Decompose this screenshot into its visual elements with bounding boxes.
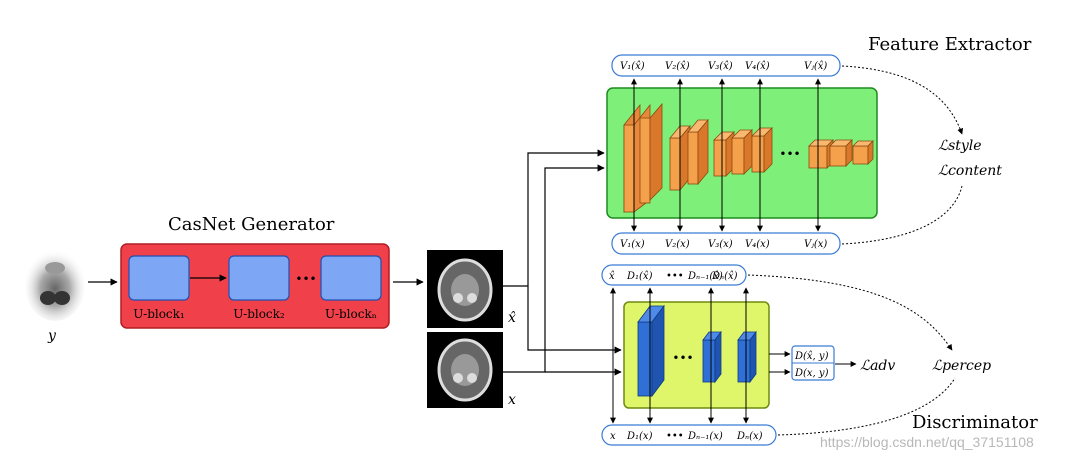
extractor-title: Feature Extractor xyxy=(868,34,1032,55)
disc-output-real: D(x, y) xyxy=(794,368,829,379)
extractor-top-label-4: V₄(x̂) xyxy=(745,61,770,72)
extractor-top-label-j: Vⱼ(x̂) xyxy=(804,61,827,72)
disc-bottom-label-d1: D₁(x) xyxy=(626,431,653,442)
disc-bottom-ellipsis: ••• xyxy=(666,431,684,442)
disc-top-label-x: x̂ xyxy=(609,271,615,282)
extractor-ellipsis: ••• xyxy=(779,147,800,161)
disc-bottom-label-dn1: Dₙ₋₁(x) xyxy=(687,431,723,442)
disc-top-label-dn: Dₙ(x̂) xyxy=(711,271,738,282)
discriminator-title: Discriminator xyxy=(912,412,1038,433)
generator-ellipsis: ••• xyxy=(295,272,316,286)
real-image-label: x xyxy=(508,392,516,408)
input-pet-image xyxy=(25,249,85,321)
disc-bottom-label-dn: Dₙ(x) xyxy=(736,431,763,442)
disc-top-label-d1: D₁(x̂) xyxy=(626,271,653,282)
content-loss: ℒcontent xyxy=(938,163,1002,179)
discriminator-top-labels-box xyxy=(601,264,747,286)
extractor-bottom-labels-box xyxy=(611,232,841,255)
extractor-top-label-2: V₂(x̂) xyxy=(665,61,690,72)
generator-title: CasNet Generator xyxy=(168,214,335,235)
ublock-n-label: U-blockₙ xyxy=(325,307,377,321)
extractor-bottom-label-3: V₃(x) xyxy=(708,239,733,250)
extractor-taps xyxy=(631,78,821,232)
style-loss: ℒstyle xyxy=(938,138,982,154)
percep-loss: ℒpercep xyxy=(932,358,991,374)
disc-top-label-dn1: Dₙ₋₁(x̂) xyxy=(687,271,723,282)
ublock-n xyxy=(320,255,382,301)
input-label: y xyxy=(47,328,57,344)
generated-ct-image xyxy=(427,250,503,328)
connection-lines xyxy=(503,149,622,376)
real-ct-image xyxy=(427,332,503,408)
disc-top-ellipsis: ••• xyxy=(666,271,684,282)
discriminator-layers xyxy=(637,304,757,398)
extractor-top-label-1: V₁(x̂) xyxy=(620,61,645,72)
extractor-bottom-label-1: V₁(x) xyxy=(620,239,645,250)
extractor-top-labels-box xyxy=(611,54,841,77)
adv-loss: ℒadv xyxy=(860,358,895,374)
percep-loss-arrow xyxy=(747,274,953,351)
generated-image-label: x̂ xyxy=(508,310,516,326)
percep-loss-link xyxy=(777,377,956,436)
extractor-bottom-label-j: Vⱼ(x) xyxy=(804,239,827,250)
extractor-bottom-label-2: V₂(x) xyxy=(665,239,690,250)
ublock-2 xyxy=(228,255,290,301)
style-loss-arrow xyxy=(841,65,964,135)
ublock-1 xyxy=(128,255,190,301)
disc-output-fake: D(x̂, y) xyxy=(794,351,829,362)
discriminator-bottom-labels-box xyxy=(601,424,777,446)
discriminator-taps xyxy=(610,287,749,424)
discriminator-ellipsis: ••• xyxy=(672,351,693,365)
disc-bottom-label-x: x xyxy=(610,431,616,442)
ublock-1-label: U-block₁ xyxy=(133,307,185,321)
extractor-feature-maps xyxy=(623,102,874,213)
extractor-bottom-label-4: V₄(x) xyxy=(745,239,770,250)
ublock-2-label: U-block₂ xyxy=(233,307,285,321)
watermark: https://blog.csdn.net/qq_37151108 xyxy=(820,434,1034,450)
content-loss-link xyxy=(841,185,963,245)
extractor-top-label-3: V₃(x̂) xyxy=(708,61,733,72)
